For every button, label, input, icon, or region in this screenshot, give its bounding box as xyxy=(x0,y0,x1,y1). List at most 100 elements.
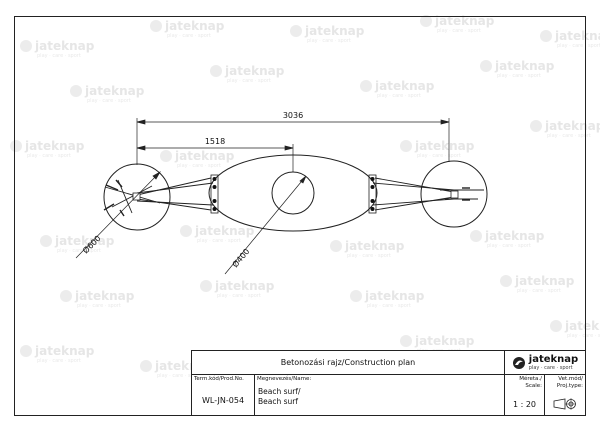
watermark-tagline: play · care · sport xyxy=(487,243,531,249)
watermark-brand-text: jateknap xyxy=(414,139,475,153)
watermark-tagline: play · care · sport xyxy=(87,98,131,104)
watermark-tagline: play · care · sport xyxy=(27,153,71,159)
swirl-logo-icon xyxy=(512,356,525,369)
watermark-brand-text: jateknap xyxy=(54,234,115,248)
logo-brand-text: jateknap xyxy=(528,353,579,365)
dimension-total-label: 3036 xyxy=(283,111,303,120)
watermark-tagline: play · care · sport xyxy=(37,358,81,364)
product-name-value: Beach surf/ Beach surf xyxy=(255,385,505,415)
watermark-tagline: play · care · sport xyxy=(517,288,561,294)
product-code-value: WL-JN-054 xyxy=(192,385,255,415)
scale-header-line-1: Méreta./ xyxy=(519,376,542,382)
drawing-title: Betonozási rajz/Construction plan xyxy=(192,351,505,375)
watermark-brand-text: jateknap xyxy=(34,39,95,53)
watermark-brand-text: jateknap xyxy=(164,19,225,33)
first-angle-projection-icon xyxy=(553,398,576,410)
logo-tagline: play · care · sport xyxy=(528,364,573,371)
watermark-tagline: play · care · sport xyxy=(417,153,461,159)
watermark-brand-text: jateknap xyxy=(494,59,555,73)
watermark-brand-text: jateknap xyxy=(564,319,600,333)
brand-logo: jateknap play · care · sport xyxy=(505,351,585,375)
watermark-tagline: play · care · sport xyxy=(77,303,121,309)
dimension-half-label: 1518 xyxy=(205,137,225,146)
watermark-brand-text: jateknap xyxy=(304,24,365,38)
watermark-tagline: play · care · sport xyxy=(557,43,600,49)
product-name-line-1: Beach surf/ xyxy=(258,387,301,396)
watermark-brand-text: jateknap xyxy=(74,289,135,303)
diameter-leader-small xyxy=(75,171,161,259)
watermark-tagline: play · care · sport xyxy=(167,33,211,39)
left-handle-marks xyxy=(103,179,125,217)
watermark-brand-text: jateknap xyxy=(84,84,145,98)
product-name-header: Megnevezés/Name: xyxy=(255,375,505,385)
watermark-brand-text: jateknap xyxy=(484,229,545,243)
projection-symbol xyxy=(545,393,585,415)
watermark-tagline: play · care · sport xyxy=(157,373,201,379)
watermark-brand-text: jateknap xyxy=(214,279,275,293)
watermark-brand-text: jateknap xyxy=(544,119,600,133)
watermark-tagline: play · care · sport xyxy=(437,28,481,34)
right-spring-arms xyxy=(372,177,484,211)
diameter-leader-center xyxy=(224,175,307,275)
watermark-brand-text: jateknap xyxy=(434,14,495,28)
watermark-tagline: play · care · sport xyxy=(567,333,600,339)
watermark-brand-text: jateknap xyxy=(224,64,285,78)
product-code-header: Term.kód/Prod.No. xyxy=(192,375,255,385)
scale-value: 1 : 20 xyxy=(505,393,545,415)
right-pivot-square xyxy=(450,190,459,199)
watermark-tagline: play · care · sport xyxy=(37,53,81,59)
watermark-tagline: play · care · sport xyxy=(197,238,241,244)
watermark-brand-text: jateknap xyxy=(24,139,85,153)
scale-header-line-2: Scale: xyxy=(525,383,542,389)
watermark-brand-text: jateknap xyxy=(374,79,435,93)
watermark-tagline: play · care · sport xyxy=(377,93,421,99)
left-anchor-plate xyxy=(210,174,219,214)
watermark-brand-text: jateknap xyxy=(174,149,235,163)
watermark-tagline: play · care · sport xyxy=(367,303,411,309)
dimension-half xyxy=(136,144,294,172)
watermark-brand-text: jateknap xyxy=(364,289,425,303)
watermark-tagline: play · care · sport xyxy=(177,163,221,169)
scale-header: Méreta./ Scale: xyxy=(505,375,545,393)
watermark-brand-text: jateknap xyxy=(554,29,600,43)
watermark-brand-text: jateknap xyxy=(344,239,405,253)
watermark-brand-text: jateknap xyxy=(414,334,475,348)
watermark-brand-text: jateknap xyxy=(514,274,575,288)
watermark-tagline: play · care · sport xyxy=(307,38,351,44)
watermark-tagline: play · care · sport xyxy=(497,73,541,79)
watermark-brand-text: jateknap xyxy=(194,224,255,238)
watermark-tagline: play · care · sport xyxy=(227,78,271,84)
watermark-tagline: play · care · sport xyxy=(547,133,591,139)
projection-header-line-2: Proj.type: xyxy=(556,383,583,389)
dimension-total xyxy=(136,118,450,165)
watermark-tagline: play · care · sport xyxy=(217,293,261,299)
projection-header: Vet.mód/ Proj.type: xyxy=(545,375,585,393)
right-handle-marks xyxy=(462,187,470,201)
watermark-tagline: play · care · sport xyxy=(347,253,391,259)
right-foundation-circle xyxy=(420,160,488,228)
projection-header-line-1: Vet.mód/ xyxy=(558,376,583,382)
product-name-line-2: Beach surf xyxy=(258,397,299,406)
title-block: Betonozási rajz/Construction plan jatekn… xyxy=(191,350,586,416)
